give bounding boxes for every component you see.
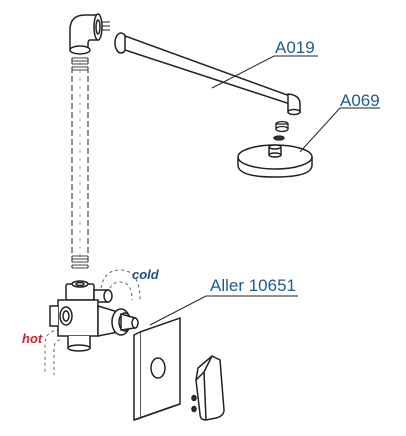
label-cold: cold [132,267,159,282]
shower-arm [114,32,301,116]
shower-head [237,144,313,178]
elbow-fitting [69,13,110,55]
lever-handle [191,355,225,421]
leader-lines [149,55,380,326]
riser-pipe [71,57,89,269]
label-aller-10651: Aller 10651 [210,276,297,295]
mixer-valve-body [49,280,139,352]
label-a019: A019 [275,38,315,57]
cover-plate [133,316,181,422]
label-a069: A069 [340,91,380,110]
connector-nut [273,120,289,141]
label-hot: hot [22,331,43,346]
